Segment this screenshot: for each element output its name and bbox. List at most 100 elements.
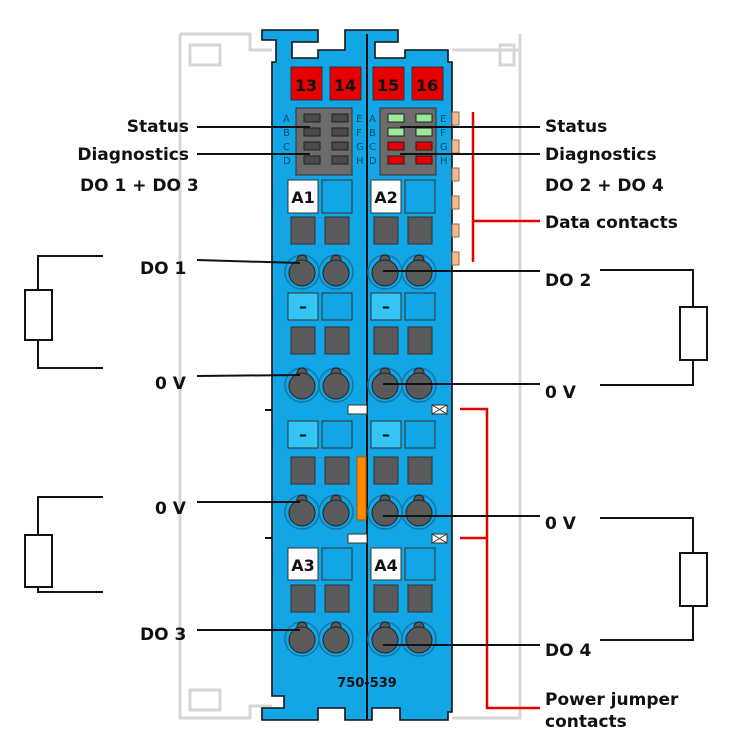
marker-slot <box>321 292 353 321</box>
push-button <box>407 456 433 485</box>
label-do4: DO 4 <box>545 641 591 661</box>
label-do3: DO 3 <box>140 625 186 645</box>
status-led <box>415 113 433 123</box>
resistor-icon <box>679 552 708 607</box>
led-letter-a: A <box>283 114 290 125</box>
led-panels: A B C D E F G H A B C D E F G H <box>283 107 448 176</box>
terminal-clamp-icon <box>405 259 433 287</box>
data-contact <box>451 223 460 238</box>
label-do1: DO 1 <box>140 259 186 279</box>
push-button <box>407 326 433 355</box>
push-button <box>373 456 399 485</box>
status-led <box>303 141 321 151</box>
label-diagnostics-right: Diagnostics <box>545 145 657 165</box>
marker-slot <box>321 547 353 581</box>
led-letter-f2: F <box>440 128 446 139</box>
resistor-icon <box>679 306 708 361</box>
status-led <box>415 127 433 137</box>
status-led <box>331 113 349 123</box>
led-letter-f: F <box>356 128 362 139</box>
resistor-icon <box>24 534 53 588</box>
push-button <box>324 216 350 245</box>
terminal-clamp-icon <box>288 499 316 527</box>
status-led <box>331 155 349 165</box>
led-letter-c: C <box>283 142 290 153</box>
terminal-blocks <box>284 179 437 657</box>
channel-markers: 13 14 15 16 <box>290 66 444 101</box>
marker-slot <box>321 179 353 214</box>
label-status-left: Status <box>127 117 189 137</box>
status-led <box>387 141 405 151</box>
label-power-jumper: Power jumper <box>545 690 679 710</box>
minus-1: – <box>299 297 307 316</box>
data-contact <box>451 195 460 210</box>
push-button <box>373 326 399 355</box>
push-button <box>373 216 399 245</box>
led-letter-c2: C <box>369 142 376 153</box>
marker-slot <box>404 420 436 449</box>
label-diagnostics-left: Diagnostics <box>77 145 189 165</box>
minus-4: – <box>382 425 390 444</box>
load-circuits <box>24 255 708 641</box>
led-letter-e: E <box>356 114 362 125</box>
terminal-clamp-icon <box>322 372 350 400</box>
jumper-bar <box>356 456 367 521</box>
led-letter-d2: D <box>369 156 377 167</box>
slot-a3: A3 <box>291 556 315 575</box>
push-button <box>324 326 350 355</box>
label-data-contacts: Data contacts <box>545 213 678 233</box>
terminal-clamp-icon <box>322 259 350 287</box>
terminal-clamp-icon <box>288 626 316 654</box>
led-letter-b: B <box>283 128 290 139</box>
terminal-clamp-icon <box>405 626 433 654</box>
terminal-clamp-icon <box>405 499 433 527</box>
data-contact <box>451 111 460 126</box>
led-letter-b2: B <box>369 128 376 139</box>
push-button <box>324 456 350 485</box>
labels: Status Diagnostics DO 1 + DO 3 Status Di… <box>77 117 679 732</box>
status-led <box>303 127 321 137</box>
terminal-clamp-icon <box>371 259 399 287</box>
data-contact <box>451 167 460 182</box>
status-led <box>303 113 321 123</box>
slot-a2: A2 <box>374 188 398 207</box>
minus-3: – <box>299 425 307 444</box>
terminal-clamp-icon <box>371 499 399 527</box>
part-number: 750-539 <box>337 676 397 691</box>
data-contact <box>451 251 460 266</box>
label-status-right: Status <box>545 117 607 137</box>
data-contacts <box>451 111 460 266</box>
status-led <box>331 141 349 151</box>
slot-labels: A1 A2 A3 A4 <box>287 179 402 581</box>
push-button <box>290 584 316 613</box>
label-0v-4: 0 V <box>545 514 577 534</box>
status-led <box>387 113 405 123</box>
label-do1-do3: DO 1 + DO 3 <box>80 176 199 196</box>
label-0v-2: 0 V <box>155 499 187 519</box>
marker-slot <box>404 292 436 321</box>
label-do2-do4: DO 2 + DO 4 <box>545 176 664 196</box>
led-letter-h: H <box>356 156 364 167</box>
neighbor-module-outlines <box>178 32 522 720</box>
push-button <box>290 216 316 245</box>
marker-14: 14 <box>334 76 356 95</box>
marker-slot <box>321 420 353 449</box>
status-led <box>415 155 433 165</box>
push-button <box>407 584 433 613</box>
status-led <box>387 155 405 165</box>
terminal-clamp-icon <box>371 372 399 400</box>
minus-2: – <box>382 297 390 316</box>
marker-15: 15 <box>377 76 399 95</box>
terminal-clamp-icon <box>288 259 316 287</box>
push-button <box>290 456 316 485</box>
led-letter-d: D <box>283 156 291 167</box>
label-0v-1: 0 V <box>155 374 187 394</box>
leader-lines <box>196 126 540 646</box>
slot-a4: A4 <box>374 556 398 575</box>
marker-13: 13 <box>295 76 317 95</box>
marker-slot <box>404 179 436 214</box>
minus-markers: – – – – <box>287 292 402 449</box>
status-led <box>387 127 405 137</box>
label-do2: DO 2 <box>545 271 591 291</box>
